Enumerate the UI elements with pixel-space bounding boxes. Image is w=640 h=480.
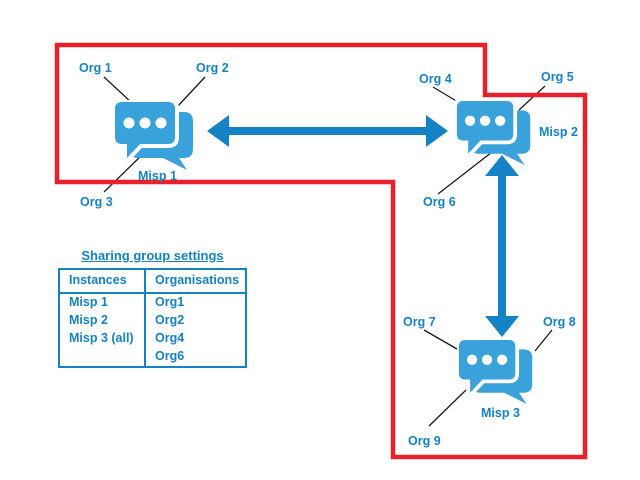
bubble-dot: [479, 115, 491, 126]
connector-org4-misp2: [432, 86, 459, 103]
sharing-group-table: Instances Organisations Misp 1 Org1 Misp…: [58, 268, 247, 368]
organisation-cell: Org4: [144, 330, 246, 348]
bubble-dot: [155, 117, 167, 129]
org-2-label: Org 2: [196, 61, 229, 75]
org-9-label: Org 9: [408, 434, 441, 448]
organisation-cell: Org6: [144, 348, 246, 367]
instances-column-header: Instances: [59, 269, 145, 294]
misp-3-icon: [457, 338, 533, 404]
bubble-dot: [466, 354, 478, 365]
organisation-cell: Org1: [144, 293, 246, 312]
front-bubble-icon: [113, 100, 179, 169]
misp-1-label: Misp 1: [138, 169, 177, 183]
org-1-label: Org 1: [79, 61, 112, 75]
sharing-group-panel: Sharing group settings Instances Organis…: [58, 248, 247, 368]
front-bubble-icon: [457, 338, 520, 403]
misp-2-label: Misp 2: [539, 125, 578, 139]
connector-org2-misp1: [176, 76, 206, 108]
instance-cell: Misp 2: [69, 313, 108, 327]
table-row: Misp 2 Org2: [59, 312, 246, 330]
bubble-dot: [496, 354, 508, 365]
table-row: Org6: [59, 348, 246, 367]
connector-org1-misp1: [103, 76, 133, 104]
connector-org3-misp1: [103, 152, 145, 193]
organisation-cell: Org2: [144, 312, 246, 330]
organisations-column-header: Organisations: [144, 269, 246, 294]
connector-org8-misp3: [534, 329, 553, 352]
sharing-group-boundary: [54, 42, 588, 460]
instance-cell: Misp 3 (all): [69, 331, 134, 345]
misp-1-icon: [113, 100, 193, 170]
org-connector-lines: [103, 76, 553, 427]
table-row: Misp 3 (all) Org4: [59, 330, 246, 348]
org-8-label: Org 8: [543, 315, 576, 329]
connector-org9-misp3: [428, 389, 467, 427]
org-7-label: Org 7: [403, 315, 436, 329]
bubble-dot: [123, 117, 135, 129]
table-header-row: Instances Organisations: [59, 269, 246, 294]
org-3-label: Org 3: [80, 195, 113, 209]
bubble-dot: [464, 115, 476, 126]
sync-arrow-misp2-misp3: [485, 155, 519, 337]
sharing-group-title: Sharing group settings: [81, 248, 224, 263]
org-5-label: Org 5: [541, 70, 574, 84]
bubble-dot: [481, 354, 493, 365]
connector-org5-misp2: [518, 85, 546, 111]
misp-2-icon: [455, 99, 531, 165]
bubble-dot: [494, 115, 506, 126]
instance-cell: [59, 348, 145, 367]
instance-cell: Misp 1: [69, 295, 108, 309]
bubble-dot: [139, 117, 151, 129]
sync-arrow-misp1-misp2: [207, 115, 448, 147]
table-row: Misp 1 Org1: [59, 293, 246, 312]
org-6-label: Org 6: [423, 195, 456, 209]
connector-org6-misp2: [437, 151, 493, 195]
front-bubble-icon: [455, 99, 518, 164]
org-4-label: Org 4: [419, 72, 452, 86]
connector-org7-misp3: [423, 329, 458, 350]
misp-3-label: Misp 3: [481, 406, 520, 420]
